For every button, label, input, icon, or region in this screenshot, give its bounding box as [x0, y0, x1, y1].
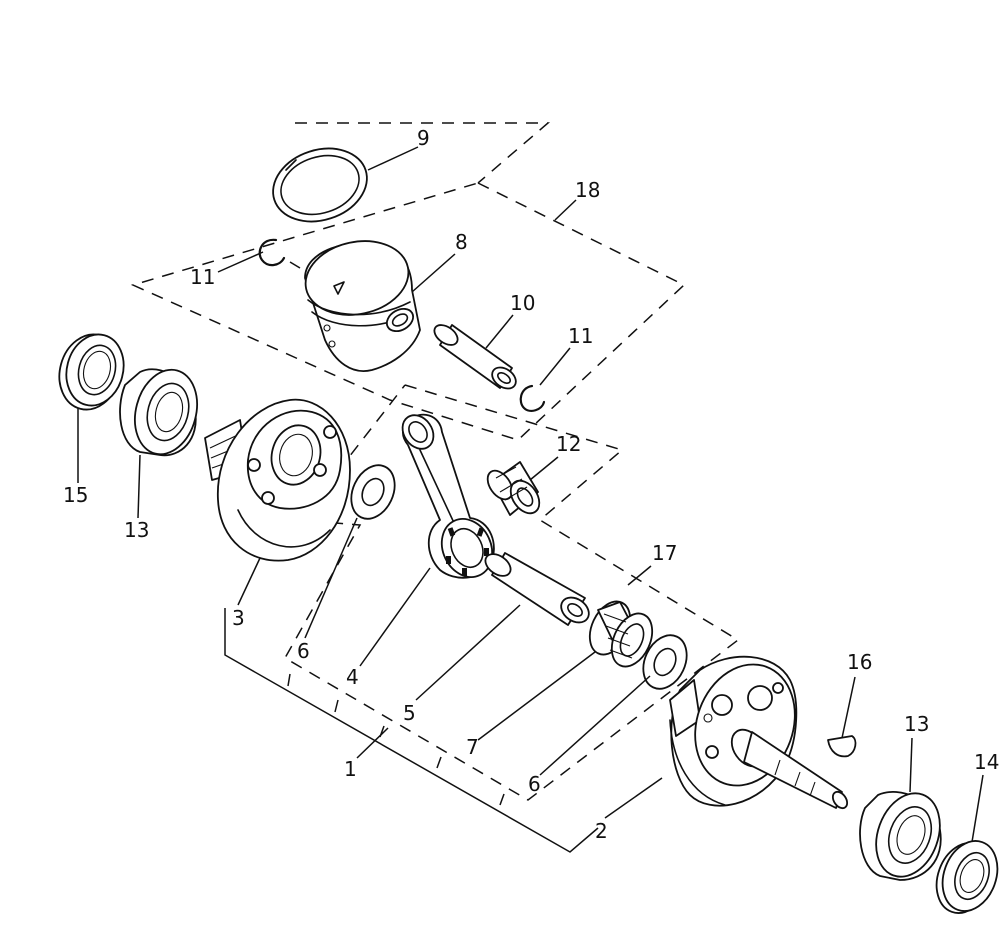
- callout-4: 4: [346, 665, 359, 689]
- small-end-needle-bearing: [486, 461, 541, 516]
- callout-15: 15: [63, 483, 88, 507]
- oil-seal-left: [58, 333, 125, 411]
- callout-18: 18: [575, 178, 600, 202]
- callout-11-left: 11: [190, 265, 215, 289]
- leader-lines: [77, 146, 984, 843]
- callout-1: 1: [344, 757, 357, 781]
- piston-ring: [272, 147, 368, 223]
- connecting-rod: [401, 413, 495, 579]
- callout-13-left: 13: [124, 518, 149, 542]
- right-crank-web: [669, 655, 798, 807]
- woodruff-key: [827, 735, 857, 758]
- oil-seal-right: [935, 840, 999, 914]
- piston: [304, 240, 421, 372]
- callout-11-right: 11: [568, 324, 593, 348]
- callout-labels: 9 18 8 11 10 11 15 13 12 17 3 6 4 16 5 1…: [63, 126, 999, 843]
- piston-pin-clip-right: [519, 384, 546, 412]
- piston-pin: [433, 324, 517, 390]
- thrust-washer-right: [642, 634, 688, 690]
- group-box-18: [130, 122, 686, 441]
- piston-pin-clip-left: [258, 238, 286, 267]
- callout-16: 16: [847, 650, 872, 674]
- callout-8: 8: [455, 230, 468, 254]
- callout-7: 7: [466, 735, 479, 759]
- callout-6-right: 6: [528, 772, 541, 796]
- callout-3: 3: [232, 606, 245, 630]
- assembly-bracket-1: [224, 608, 599, 853]
- bearing-right: [859, 791, 942, 881]
- callout-13-right: 13: [904, 712, 929, 736]
- callout-6-left: 6: [297, 639, 310, 663]
- crank-pin: [484, 552, 590, 626]
- thrust-washer-left: [350, 464, 396, 520]
- bearing-left: [119, 368, 198, 457]
- crankshaft-shaft: [730, 728, 849, 810]
- callout-10: 10: [510, 291, 535, 315]
- left-crank-web: [204, 398, 351, 562]
- callout-5: 5: [403, 701, 416, 725]
- callout-14: 14: [974, 750, 999, 774]
- big-end-needle-bearing: [588, 600, 654, 668]
- callout-17: 17: [652, 541, 677, 565]
- group-box-17: [283, 384, 740, 801]
- callout-2: 2: [595, 819, 608, 843]
- callout-9: 9: [417, 126, 430, 150]
- callout-12: 12: [556, 432, 581, 456]
